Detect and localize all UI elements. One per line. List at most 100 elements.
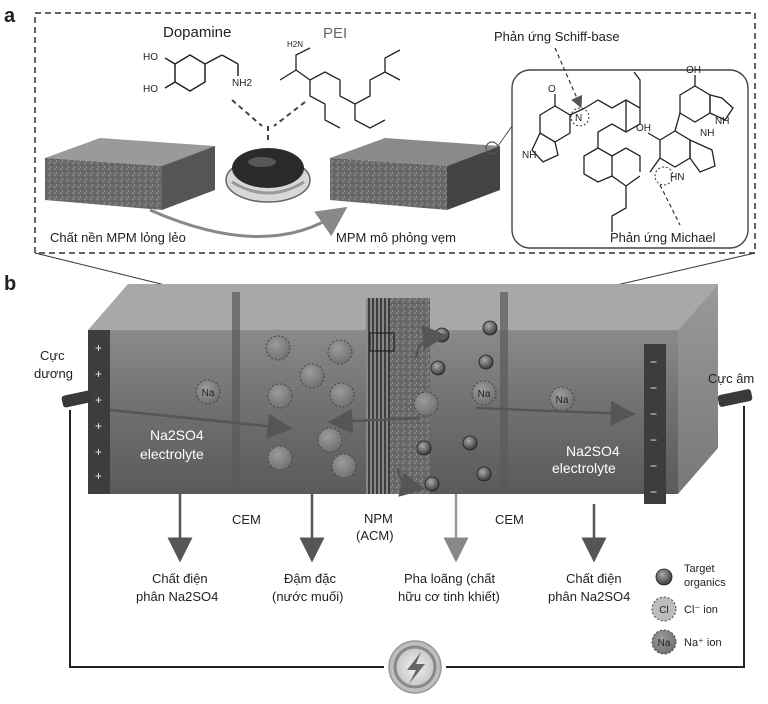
legend-cl-label: Cl⁻ ion <box>684 604 718 616</box>
schiff-highlight <box>570 107 590 127</box>
na-ions: Na Na Na <box>195 379 575 412</box>
panel-a-dashed-frame <box>34 12 756 254</box>
right-electrolyte-word: electrolyte <box>552 460 616 476</box>
organic-molecule <box>434 327 450 343</box>
michael-label: Phản ứng Michael <box>610 230 716 245</box>
legend-organic-line2: organics <box>684 577 726 589</box>
ion <box>267 445 293 471</box>
ion <box>413 391 439 417</box>
chemistry-structure <box>531 71 734 232</box>
target-organics <box>416 320 498 492</box>
pei-label: PEI <box>323 25 347 42</box>
migration-arrows <box>109 325 636 497</box>
anode-plus-signs: + + + + + + <box>95 341 102 483</box>
npm-label: NPM <box>364 511 393 526</box>
chem-oh-top: OH <box>686 65 701 76</box>
output-4-line2: phân Na2SO4 <box>548 589 630 604</box>
right-electrolyte-formula: Na2SO4 <box>566 443 620 459</box>
cem-right-membrane <box>500 292 508 492</box>
panel-a: a Dopamine HO HO NH2 PEI H2N <box>4 5 756 254</box>
legend: Target organics Cl Cl⁻ ion Na Na⁺ ion <box>651 563 726 655</box>
brine-ions <box>265 335 439 479</box>
legend-cl-symbol: Cl <box>659 605 668 616</box>
cem-right-label: CEM <box>495 512 524 527</box>
panel-b-letter: b <box>4 273 16 295</box>
dopamine-nh2: NH2 <box>232 78 252 89</box>
legend-organic-line1: Target <box>684 563 715 575</box>
plus-sign: + <box>95 393 102 407</box>
plus-sign: + <box>95 419 102 433</box>
dopamine-label: Dopamine <box>163 24 231 41</box>
minus-sign: − <box>650 459 657 473</box>
output-2-line2: (nước muối) <box>272 589 343 604</box>
organic-molecule <box>462 435 478 451</box>
minus-sign: − <box>650 381 657 395</box>
ion <box>331 453 357 479</box>
circuit-wire-right <box>446 406 745 668</box>
anode-label-line2: dương <box>34 366 73 381</box>
left-electrolyte-formula: Na2SO4 <box>150 427 204 443</box>
organic-molecule <box>476 466 492 482</box>
power-source-icon <box>388 640 442 694</box>
legend-na-icon <box>651 629 677 655</box>
michael-highlight <box>654 166 674 186</box>
chem-nh-left: NH <box>522 150 536 161</box>
mussel-mpm-block <box>330 138 500 210</box>
chem-nh-mid: NH <box>700 128 714 139</box>
panel-b: b + + + + + + − − − − <box>4 252 756 694</box>
minus-sign: − <box>650 485 657 499</box>
mussel-label: MPM mô phỏng vẹm <box>336 230 456 245</box>
left-electrolyte-word: electrolyte <box>140 446 204 462</box>
cathode-terminal <box>717 389 753 407</box>
npm-stripes <box>366 298 390 494</box>
schiff-label: Phản ứng Schiff-base <box>494 29 620 44</box>
minus-sign: − <box>650 433 657 447</box>
minus-sign: − <box>650 407 657 421</box>
chem-nh-right: NH <box>715 116 729 127</box>
npm-zoom-box <box>369 332 395 352</box>
na-ion-label: Na <box>202 388 215 399</box>
output-arrows <box>167 494 607 563</box>
organic-molecule <box>424 476 440 492</box>
cathode-minus-signs: − − − − − − <box>650 355 657 499</box>
chem-n-label: N <box>575 113 582 124</box>
cathode-label: Cực âm <box>708 371 754 386</box>
dopamine-oh-top: HO <box>143 52 158 63</box>
anode-plate <box>88 330 110 494</box>
minus-sign: − <box>650 355 657 369</box>
cem-left-membrane <box>232 292 240 492</box>
dopamine-oh-bottom: HO <box>143 84 158 95</box>
plus-sign: + <box>95 445 102 459</box>
output-2-line1: Đậm đặc <box>284 571 337 586</box>
chem-oh-mid: OH <box>636 123 651 134</box>
anode-label-line1: Cực <box>40 348 65 363</box>
zoom-circle <box>485 141 499 155</box>
pei-molecule <box>279 47 401 129</box>
plus-sign: + <box>95 469 102 483</box>
na-ion <box>471 380 497 406</box>
chem-hn-label: HN <box>670 172 684 183</box>
schiff-pointer <box>554 47 583 109</box>
legend-cl-icon <box>651 596 677 622</box>
pei-h2n: H2N <box>287 40 303 49</box>
output-1-line1: Chất điện <box>152 571 208 586</box>
zoom-leader <box>497 125 513 147</box>
organic-molecule <box>482 320 498 336</box>
output-4-line1: Chất điện <box>566 571 622 586</box>
organic-molecule <box>430 360 446 376</box>
acm-label: (ACM) <box>356 528 394 543</box>
output-1-line2: phân Na2SO4 <box>136 589 218 604</box>
na-ion-label: Na <box>478 389 491 400</box>
chem-o-label: O <box>548 84 556 95</box>
panel-a-letter: a <box>4 5 16 27</box>
dopamine-molecule <box>164 54 239 92</box>
michael-pointer <box>659 184 681 226</box>
output-3-line1: Pha loãng (chất <box>404 571 495 586</box>
anode-terminal <box>61 390 93 408</box>
na-ion-label: Na <box>556 395 569 406</box>
ion <box>267 383 293 409</box>
legend-na-symbol: Na <box>658 638 671 649</box>
ion <box>329 382 355 408</box>
process-arrow <box>149 206 348 238</box>
